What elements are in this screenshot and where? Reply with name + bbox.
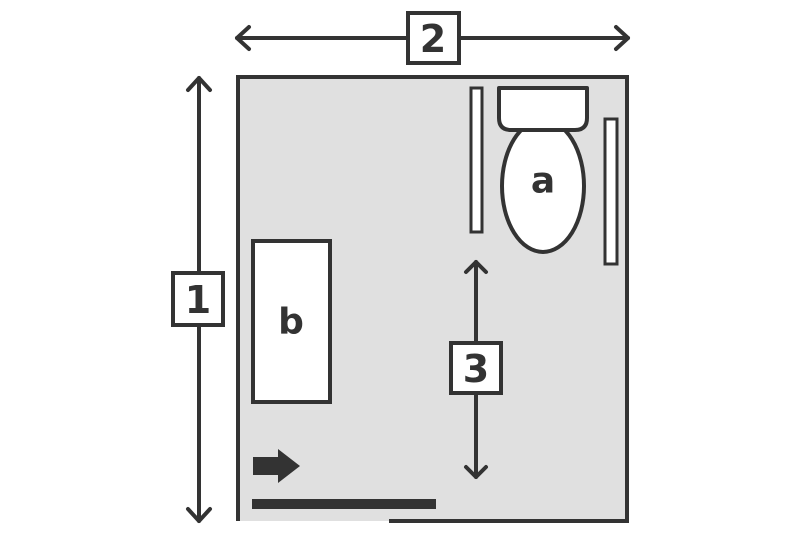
dimension-3-label: 3 [463,347,489,391]
sink-counter [251,239,332,404]
toilet-tank [497,86,589,132]
sink-label: b [278,302,304,343]
partition-left [469,86,484,234]
dimension-3-box [449,341,503,395]
dimension-1-box [171,271,225,327]
partition-right [603,117,619,266]
entry-direction-arrow-icon [253,449,300,483]
wall-left-top-right [236,75,629,523]
toilet-label: a [531,161,555,202]
room-walls [236,75,629,523]
dimension-2-label: 2 [420,17,446,61]
dimension-1-label: 1 [185,278,211,322]
door-slab [252,499,436,509]
dimension-2-box [406,11,461,65]
sink-fixture: b [251,239,332,404]
toilet-fixture: a [497,86,589,254]
